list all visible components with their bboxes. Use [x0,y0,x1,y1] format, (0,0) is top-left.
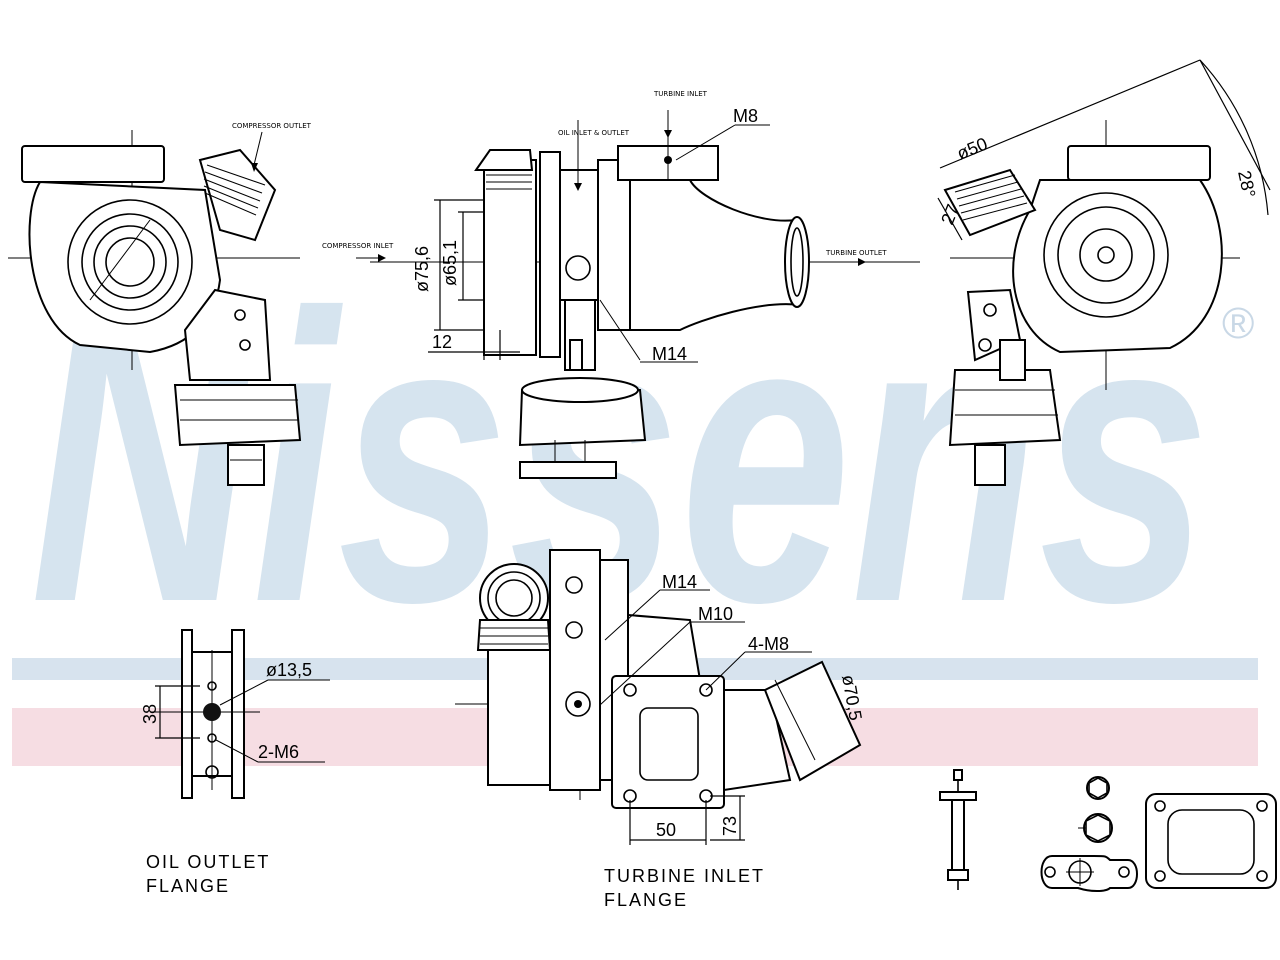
view-bottom-center: 50 73 M14 M10 4-M8 ø70,5 TURBINE INLET F… [455,549,866,910]
registered-mark: ® [1222,299,1254,348]
dim-d13-5: ø13,5 [266,660,312,680]
dim-angle: 28° [1234,169,1259,200]
compressor-inlet-callout: COMPRESSOR INLET [322,242,394,250]
caption-oil-outlet-line2: FLANGE [146,876,230,896]
accessory-oil-gasket [1040,855,1138,892]
dim-38: 38 [140,704,160,724]
dim-m14-top: M14 [652,344,687,364]
caption-turbine-inlet-line2: FLANGE [604,890,688,910]
turbine-inlet-callout: TURBINE INLET [653,90,708,98]
dim-d65-1: ø65,1 [440,240,460,286]
dim-m14-bottom: M14 [662,572,697,592]
dim-m10: M10 [698,604,733,624]
accessory-nuts [1078,776,1113,843]
view-compressor-side: COMPRESSOR OUTLET [8,122,312,486]
dim-2-m6: 2-M6 [258,742,299,762]
dim-d75-6: ø75,6 [412,246,432,292]
dim-12: 12 [432,332,452,352]
turbine-outlet-callout: TURBINE OUTLET [825,249,887,257]
accessory-turbine-gasket [1145,793,1277,889]
view-oil-outlet-flange: 38 ø13,5 2-M6 OIL OUTLET FLANGE [140,629,330,896]
oil-inlet-callout: OIL INLET & OUTLET [558,129,630,137]
dim-4-m8: 4-M8 [748,634,789,654]
compressor-outlet-callout: COMPRESSOR OUTLET [232,122,312,130]
dim-50-flange: 50 [656,820,676,840]
caption-turbine-inlet-line1: TURBINE INLET [604,866,765,886]
dim-m8-top: M8 [733,106,758,126]
view-turbine-side: ø50 27 28° [937,59,1271,486]
accessory-bolt [939,769,977,890]
caption-oil-outlet-line1: OIL OUTLET [146,852,270,872]
dim-d50-top: ø50 [954,134,990,164]
view-side-center: ø75,6 ø65,1 12 M8 M14 TURBINE INLET OIL … [322,90,920,479]
dim-73: 73 [720,816,740,836]
